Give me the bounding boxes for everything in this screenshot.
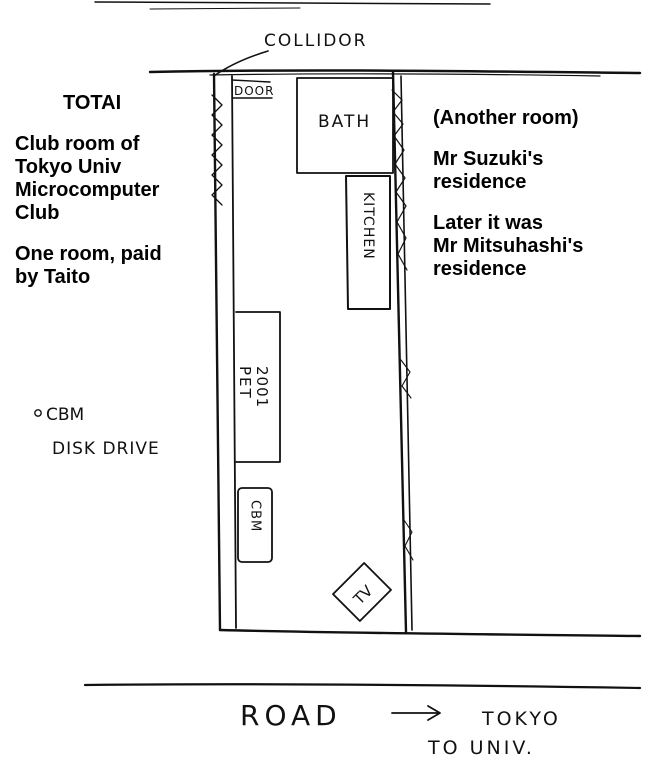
right-note-line: Mr Suzuki's bbox=[433, 148, 544, 170]
left-note-line: Microcomputer bbox=[15, 179, 160, 201]
top-edge-scribble bbox=[94, 1, 491, 5]
corridor-line bbox=[148, 69, 642, 75]
corridor-label: COLLIDOR bbox=[264, 31, 368, 51]
bullet-dot bbox=[34, 409, 42, 417]
pet-box bbox=[235, 311, 281, 463]
left-note-line: Tokyo Univ bbox=[15, 156, 122, 178]
bath-box bbox=[296, 77, 394, 174]
right-wall-outer bbox=[400, 75, 413, 631]
right-wall-hatching bbox=[391, 89, 408, 271]
left-wall-hatching bbox=[211, 94, 223, 206]
cbm-note: CBM bbox=[46, 405, 84, 425]
cbm-box-label: CBM bbox=[248, 500, 263, 532]
univ-label: TO UNIV. bbox=[427, 737, 535, 759]
right-note-line: Mr Mitsuhashi's bbox=[433, 235, 584, 257]
left-note-line: Club bbox=[15, 202, 60, 224]
door-label: DOOR bbox=[234, 84, 274, 98]
pet-model-label: 2001 bbox=[253, 366, 271, 408]
top-edge-scribble-2 bbox=[149, 7, 301, 10]
door-outline bbox=[231, 79, 273, 99]
left-wall bbox=[212, 72, 222, 632]
cbm-box bbox=[237, 487, 273, 563]
kitchen-box bbox=[345, 175, 391, 310]
right-wall-hatching-2 bbox=[400, 359, 414, 561]
kitchen-label: KITCHEN bbox=[360, 192, 376, 260]
tokyo-label: TOKYO bbox=[481, 708, 561, 730]
left-wall-inner bbox=[231, 75, 237, 629]
bottom-wall bbox=[218, 628, 642, 638]
corridor-line-2 bbox=[209, 73, 601, 77]
right-wall bbox=[391, 70, 408, 634]
left-note-line: Club room of bbox=[15, 133, 140, 155]
road-arrow bbox=[391, 705, 441, 721]
tv-box bbox=[332, 562, 392, 622]
left-notes: TOTAI Club room of Tokyo Univ Microcompu… bbox=[15, 92, 215, 289]
right-notes: (Another room) Mr Suzuki's residence Lat… bbox=[433, 107, 643, 281]
right-note-line: residence bbox=[433, 171, 527, 193]
bath-label: BATH bbox=[318, 112, 371, 132]
corridor-arrow bbox=[213, 50, 269, 77]
road-line bbox=[83, 683, 642, 690]
road-label: ROAD bbox=[240, 699, 342, 732]
left-note-line: One room, paid bbox=[15, 243, 162, 265]
right-note-line: residence bbox=[433, 258, 527, 280]
pet-label: PET bbox=[236, 366, 254, 400]
right-note-line: (Another room) bbox=[433, 107, 579, 129]
right-note-line: Later it was bbox=[433, 212, 544, 234]
left-note-line: by Taito bbox=[15, 266, 91, 288]
totai-title: TOTAI bbox=[63, 92, 122, 114]
tv-label: TV bbox=[349, 581, 377, 609]
disk-drive-note: DISK DRIVE bbox=[52, 439, 160, 459]
